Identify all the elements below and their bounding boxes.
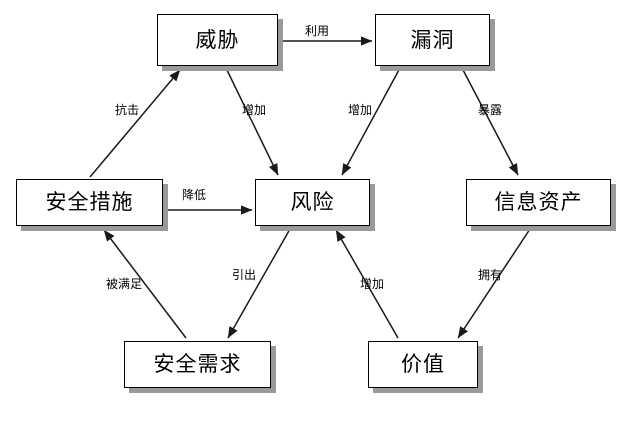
edge-label-requirement-satisfies-safeguard: 被满足 <box>106 277 143 291</box>
edge-lines <box>89 36 531 339</box>
node-requirement[interactable]: 安全需求 <box>124 341 271 388</box>
edge-safeguard-resists-threat <box>89 69 181 178</box>
node-label-threat: 威胁 <box>195 27 240 52</box>
edge-threat-increases-risk <box>225 67 279 176</box>
edge-label-safeguard-resists-threat: 抗击 <box>115 103 140 117</box>
node-label-risk: 风险 <box>290 190 335 214</box>
node-safeguard[interactable]: 安全措施 <box>16 179 163 226</box>
node-label-safeguard: 安全措施 <box>45 190 134 214</box>
node-vulnerability[interactable]: 漏洞 <box>375 14 490 66</box>
node-value[interactable]: 价值 <box>368 341 478 388</box>
edge-label-asset-owns-value: 拥有 <box>478 268 503 282</box>
edge-value-increases-risk <box>335 229 399 339</box>
node-label-requirement: 安全需求 <box>153 352 242 376</box>
edge-requirement-satisfies-safeguard <box>103 229 187 339</box>
node-asset[interactable]: 信息资产 <box>466 179 611 226</box>
node-label-vulnerability: 漏洞 <box>410 27 455 52</box>
edge-label-value-increases-risk: 增加 <box>360 277 385 291</box>
edge-asset-owns-value <box>457 228 531 339</box>
node-label-value: 价值 <box>401 352 445 376</box>
edge-label-safeguard-reduces-risk: 降低 <box>182 188 207 202</box>
node-label-asset: 信息资产 <box>494 190 583 214</box>
edge-label-risk-derives-requirement: 引出 <box>232 268 257 282</box>
edge-vulnerability-exposes-asset <box>461 67 519 176</box>
edge-label-vulnerability-increases-risk: 增加 <box>348 103 373 117</box>
edge-label-threat-increases-risk: 增加 <box>242 103 267 117</box>
edge-label-vulnerability-exposes-asset: 暴露 <box>478 103 503 117</box>
edge-risk-derives-requirement <box>227 228 291 339</box>
edge-label-threat-exploits-vulnerability: 利用 <box>305 24 330 38</box>
node-risk[interactable]: 风险 <box>255 179 370 226</box>
edge-vulnerability-increases-risk <box>341 67 401 176</box>
node-threat[interactable]: 威胁 <box>157 14 278 66</box>
